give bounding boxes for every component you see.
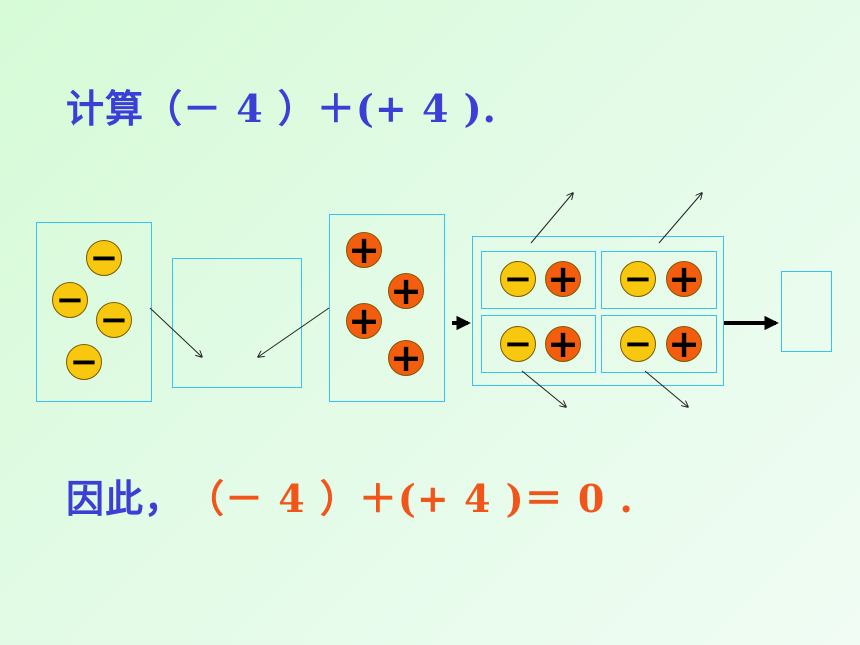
positive-chip: +	[388, 272, 424, 310]
negative-chip: −	[620, 326, 656, 362]
positive-chip: +	[388, 339, 424, 377]
zero-pair-box	[481, 315, 596, 373]
positive-chip: +	[666, 325, 702, 363]
negative-chip: −	[66, 344, 102, 380]
positive-chips-box	[329, 214, 445, 402]
positive-chip: +	[545, 325, 581, 363]
result-equation: （－ 4 ）＋(+ 4 )＝ 0 .	[205, 476, 634, 521]
arrow-pair-bottom-left	[521, 370, 566, 407]
positive-chip: +	[346, 231, 382, 269]
arrow-pair-bottom-right	[644, 370, 688, 407]
combined-box	[172, 258, 302, 388]
arrow-pair-top-left	[530, 193, 573, 244]
arrow-negatives-to-box	[149, 307, 202, 357]
zero-pair-box	[601, 315, 717, 373]
result-box	[781, 271, 832, 352]
result-lead: 因此，	[66, 476, 184, 521]
negative-chip: −	[86, 240, 122, 276]
positive-chip: +	[666, 260, 702, 298]
negative-chip: −	[500, 261, 536, 297]
negative-chip: −	[96, 302, 132, 338]
arrow-positives-to-box	[258, 307, 330, 357]
zero-pair-box	[481, 251, 596, 309]
result-line: 因此， （－ 4 ）＋(+ 4 )＝ 0 .	[66, 468, 634, 523]
zero-pairs-box	[472, 236, 724, 386]
positive-chip: +	[545, 260, 581, 298]
problem-title: 计算（－ 4 ）＋(+ 4 ).	[66, 86, 497, 131]
arrow-pair-top-right	[658, 193, 702, 244]
negative-chips-box	[36, 222, 152, 402]
negative-chip: −	[52, 282, 88, 318]
zero-pair-box	[601, 251, 717, 309]
positive-chip: +	[346, 302, 382, 340]
negative-chip: −	[500, 326, 536, 362]
negative-chip: −	[620, 261, 656, 297]
